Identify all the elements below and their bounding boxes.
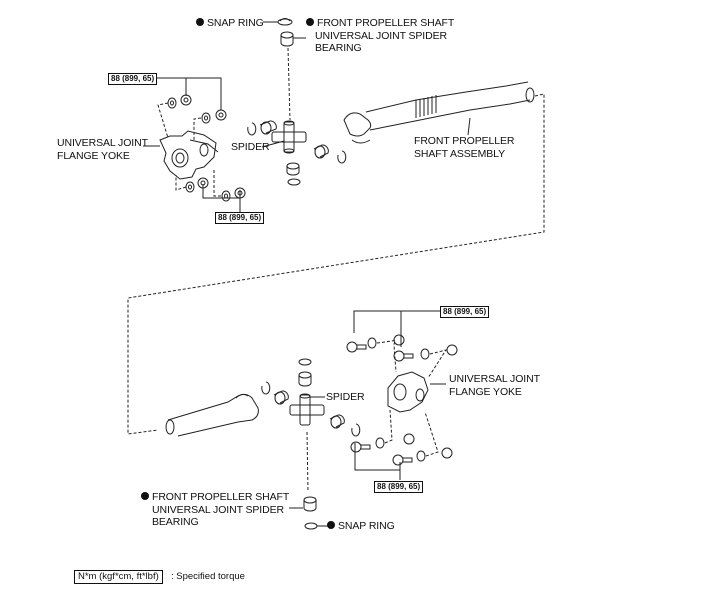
filled-circle-icon	[327, 521, 335, 529]
nut-icon	[446, 344, 458, 356]
washer-icon	[185, 181, 195, 193]
bearing-icon	[303, 496, 317, 512]
bearing-icon	[329, 414, 345, 429]
nut-icon	[393, 334, 405, 346]
label-bearing-lower: FRONT PROPELLER SHAFT UNIVERSAL JOINT SP…	[141, 491, 289, 529]
label-flange-yoke-upper: UNIVERSAL JOINT FLANGE YOKE	[57, 137, 148, 162]
bolt-icon	[392, 454, 413, 466]
snap-ring-icon	[247, 122, 257, 136]
bearing-icon	[313, 144, 329, 159]
legend-description: : Specified torque	[171, 571, 245, 582]
flange-yoke-icon	[159, 130, 219, 180]
label-spider-lower: SPIDER	[326, 391, 365, 403]
label-bearing-upper: FRONT PROPELLER SHAFT UNIVERSAL JOINT SP…	[306, 17, 454, 55]
bearing-icon	[273, 390, 289, 405]
washer-icon	[375, 437, 385, 449]
washer-icon	[416, 450, 426, 462]
washer-icon	[420, 348, 430, 360]
snap-ring-icon	[304, 522, 318, 530]
propeller-shaft-icon	[343, 81, 535, 144]
snap-ring-icon	[351, 423, 361, 437]
nut-icon	[215, 109, 227, 121]
spider-icon	[289, 393, 325, 426]
snap-ring-icon	[298, 358, 312, 366]
bearing-icon	[286, 162, 300, 176]
washer-icon	[367, 337, 377, 349]
label-flange-yoke-lower: UNIVERSAL JOINT FLANGE YOKE	[449, 373, 540, 398]
torque-spec-upper-top: 88 (899, 65)	[108, 73, 158, 85]
nut-icon	[441, 447, 453, 459]
bearing-icon	[298, 371, 312, 387]
torque-spec-upper-bottom: 88 (899, 65)	[215, 212, 265, 224]
torque-spec-lower-bottom: 88 (899, 65)	[374, 481, 424, 493]
washer-icon	[201, 112, 211, 124]
nut-icon	[180, 94, 192, 106]
nut-icon	[403, 433, 415, 445]
label-snap-ring-upper: SNAP RING	[196, 17, 264, 30]
washer-icon	[221, 190, 231, 202]
torque-spec-lower-top: 88 (899, 65)	[440, 306, 490, 318]
nut-icon	[234, 187, 246, 199]
label-shaft-assembly: FRONT PROPELLER SHAFT ASSEMBLY	[414, 135, 515, 160]
filled-circle-icon	[196, 18, 204, 26]
bearing-icon	[259, 120, 277, 135]
filled-circle-icon	[141, 492, 149, 500]
bolt-icon	[393, 350, 414, 362]
nut-icon	[197, 177, 209, 189]
bolt-icon	[346, 341, 367, 353]
washer-icon	[167, 97, 177, 109]
snap-ring-icon	[337, 150, 347, 164]
snap-ring-icon	[261, 381, 271, 395]
legend-torque-unit: N*m (kgf*cm, ft*lbf)	[74, 570, 163, 584]
bolt-icon	[350, 441, 371, 453]
snap-ring-icon	[277, 18, 293, 26]
label-snap-ring-lower: SNAP RING	[327, 520, 395, 533]
spider-icon	[271, 120, 307, 154]
bearing-icon	[280, 31, 294, 47]
filled-circle-icon	[306, 18, 314, 26]
snap-ring-icon	[287, 178, 301, 186]
flange-yoke-icon	[387, 371, 429, 413]
propeller-shaft-icon	[165, 393, 259, 437]
label-spider-upper: SPIDER	[231, 141, 270, 153]
assembly-connection-line	[127, 93, 545, 435]
